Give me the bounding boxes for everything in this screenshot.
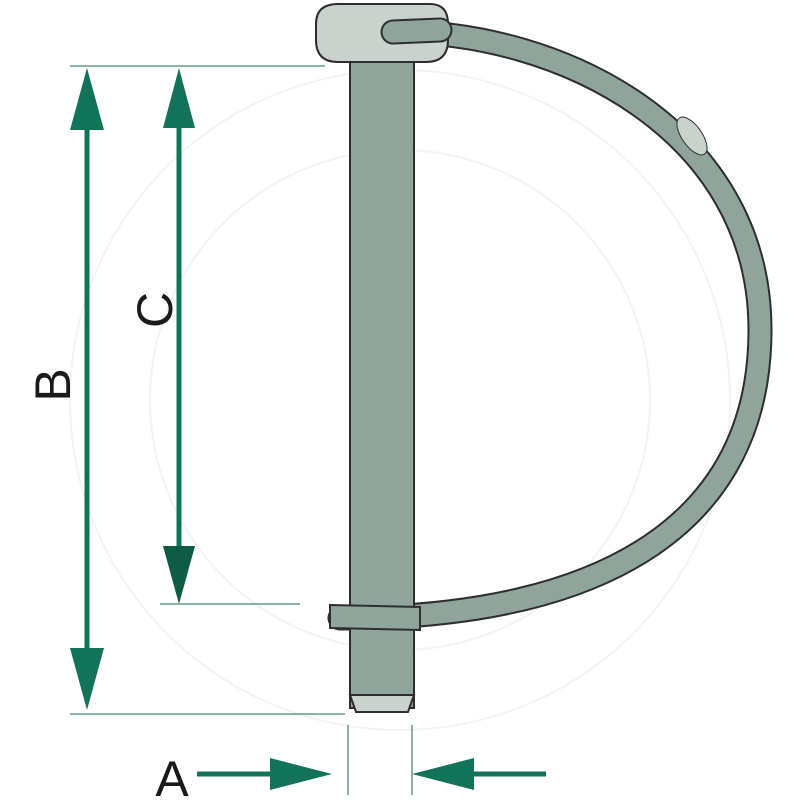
dimension-b-arrow	[70, 68, 104, 710]
dimension-a-arrows	[197, 758, 546, 790]
spring-bow-fill	[329, 21, 771, 629]
bow-highlight	[676, 116, 708, 156]
extension-lines	[70, 65, 413, 795]
dimension-c-arrow	[163, 68, 195, 604]
spring-clip	[329, 603, 421, 632]
spring-bow-end-fill	[382, 19, 451, 43]
dimension-a-label: A	[155, 751, 189, 800]
dimension-b-label: B	[25, 368, 81, 401]
pin-tip	[348, 694, 416, 713]
dimension-c-label: C	[127, 292, 183, 328]
